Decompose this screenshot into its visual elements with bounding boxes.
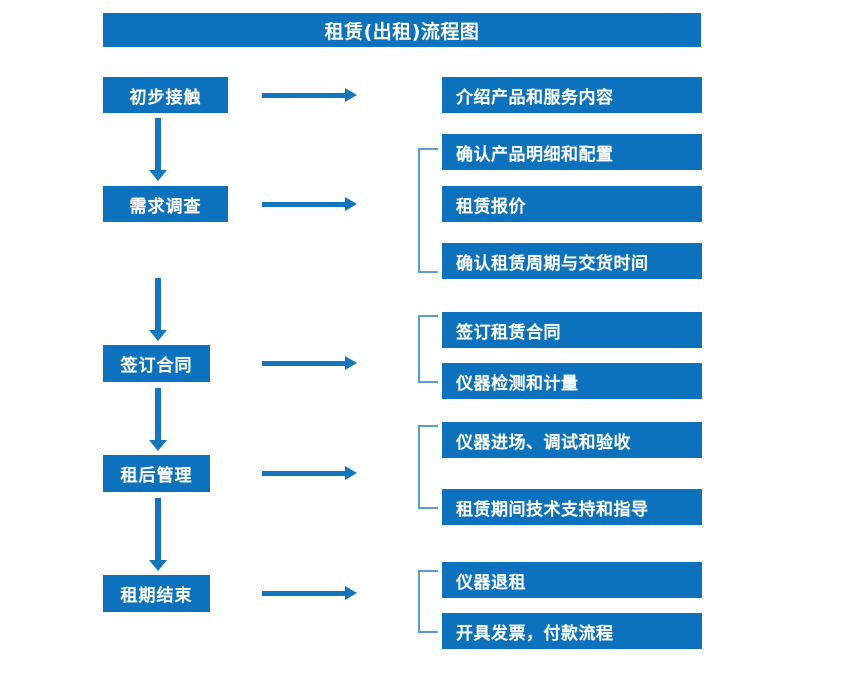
branch-arrowhead bbox=[345, 88, 357, 102]
detail-box-instrument-inspection-metering[interactable]: 仪器检测和计量 bbox=[442, 363, 702, 399]
stage-box-rental-end[interactable]: 租期结束 bbox=[103, 575, 210, 612]
branch-shaft bbox=[262, 471, 346, 476]
connector-shaft bbox=[155, 118, 161, 170]
stage-box-post-rental-management[interactable]: 租后管理 bbox=[103, 455, 210, 492]
detail-box-confirm-product-config[interactable]: 确认产品明细和配置 bbox=[442, 134, 702, 170]
connector-arrow-down-4 bbox=[148, 498, 168, 571]
detail-box-intro-products-services[interactable]: 介绍产品和服务内容 bbox=[442, 77, 702, 113]
connector-arrowhead bbox=[149, 560, 167, 571]
group-bracket-requirement-survey bbox=[418, 148, 438, 273]
branch-arrowhead bbox=[345, 197, 357, 211]
connector-shaft bbox=[155, 388, 161, 440]
connector-arrowhead bbox=[149, 170, 167, 181]
detail-box-confirm-period-delivery[interactable]: 确认租赁周期与交货时间 bbox=[442, 243, 702, 279]
stage-box-requirement-survey[interactable]: 需求调查 bbox=[103, 186, 228, 222]
connector-arrow-down-3 bbox=[148, 388, 168, 451]
group-bracket-rental-end bbox=[418, 570, 438, 633]
group-bracket-sign-contract bbox=[418, 315, 438, 383]
branch-arrowhead bbox=[345, 466, 357, 480]
detail-box-instrument-return[interactable]: 仪器退租 bbox=[442, 562, 702, 598]
detail-box-instrument-entry-debug-acceptance[interactable]: 仪器进场、调试和验收 bbox=[442, 422, 702, 458]
connector-arrowhead bbox=[149, 440, 167, 451]
branch-arrow-right-5 bbox=[262, 586, 357, 600]
detail-box-rental-quote[interactable]: 租赁报价 bbox=[442, 186, 702, 222]
connector-arrow-down-1 bbox=[148, 118, 168, 181]
detail-box-rental-period-support[interactable]: 租赁期间技术支持和指导 bbox=[442, 489, 702, 525]
stage-box-sign-contract[interactable]: 签订合同 bbox=[103, 345, 210, 382]
connector-shaft bbox=[155, 278, 161, 330]
branch-shaft bbox=[262, 93, 346, 98]
branch-arrow-right-4 bbox=[262, 466, 357, 480]
branch-shaft bbox=[262, 202, 346, 207]
branch-arrowhead bbox=[345, 586, 357, 600]
branch-arrow-right-3 bbox=[262, 356, 357, 370]
connector-arrowhead bbox=[149, 330, 167, 341]
branch-arrow-right-1 bbox=[262, 88, 357, 102]
branch-arrow-right-2 bbox=[262, 197, 357, 211]
connector-shaft bbox=[155, 498, 161, 560]
detail-box-invoice-payment[interactable]: 开具发票，付款流程 bbox=[442, 613, 702, 649]
connector-arrow-down-2 bbox=[148, 278, 168, 341]
branch-shaft bbox=[262, 591, 346, 596]
diagram-title: 租赁(出租)流程图 bbox=[103, 13, 701, 47]
stage-box-initial-contact[interactable]: 初步接触 bbox=[103, 77, 228, 113]
branch-arrowhead bbox=[345, 356, 357, 370]
branch-shaft bbox=[262, 361, 346, 366]
detail-box-sign-rental-contract[interactable]: 签订租赁合同 bbox=[442, 312, 702, 348]
group-bracket-post-rental-management bbox=[418, 425, 438, 509]
